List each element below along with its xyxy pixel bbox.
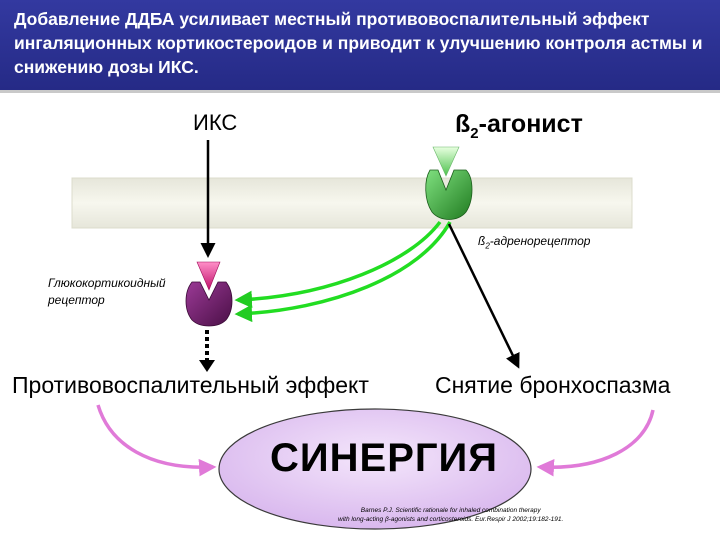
bronchospasm-relief-label: Снятие бронхоспазма xyxy=(435,372,671,398)
gc-effect-arrowhead xyxy=(199,360,215,372)
gc-receptor-shape xyxy=(185,281,233,327)
slide-title: Добавление ДДБА усиливает местный против… xyxy=(14,9,703,77)
anti-inflammatory-label: Противовоспалительный эффект xyxy=(12,372,369,398)
beta2-receptor-symbol: ß xyxy=(478,234,486,248)
beta2-agonist-shape xyxy=(432,146,460,177)
beta2-agonist-label: ß2-агонист xyxy=(455,110,583,142)
bronchodilation-arrow xyxy=(447,223,520,369)
green-signal-arrow-1 xyxy=(234,220,442,309)
synergy-arrow-right xyxy=(536,409,655,477)
reference-line-2: with long-acting β-agonists and corticos… xyxy=(338,516,564,523)
synergy-label: СИНЕРГИЯ xyxy=(270,436,499,480)
green-signal-arrow-2 xyxy=(234,221,452,323)
beta2-agonist-symbol: ß xyxy=(455,110,471,138)
beta2-receptor-subscript: 2 xyxy=(485,241,490,251)
synergy-ellipse xyxy=(218,408,532,530)
synergy-arrow-left xyxy=(96,404,217,477)
reference-citation: Barnes P.J. Scientific rationale for inh… xyxy=(338,506,563,524)
cell-membrane xyxy=(71,177,633,229)
beta2-agonist-text: -агонист xyxy=(478,110,583,138)
gc-receptor-label: Глюкокортикоидный рецептор xyxy=(48,276,166,307)
beta2-receptor-label: ß2-адренорецептор xyxy=(478,234,590,250)
ics-label: ИКС xyxy=(193,110,238,135)
ics-shape xyxy=(196,261,221,291)
beta2-receptor-shape xyxy=(425,169,473,220)
header-banner: Добавление ДДБА усиливает местный против… xyxy=(0,0,720,93)
beta2-agonist-subscript: 2 xyxy=(470,125,479,142)
reference-line-1: Barnes P.J. Scientific rationale for inh… xyxy=(360,507,541,514)
beta2-receptor-text: -адренорецептор xyxy=(489,234,591,248)
